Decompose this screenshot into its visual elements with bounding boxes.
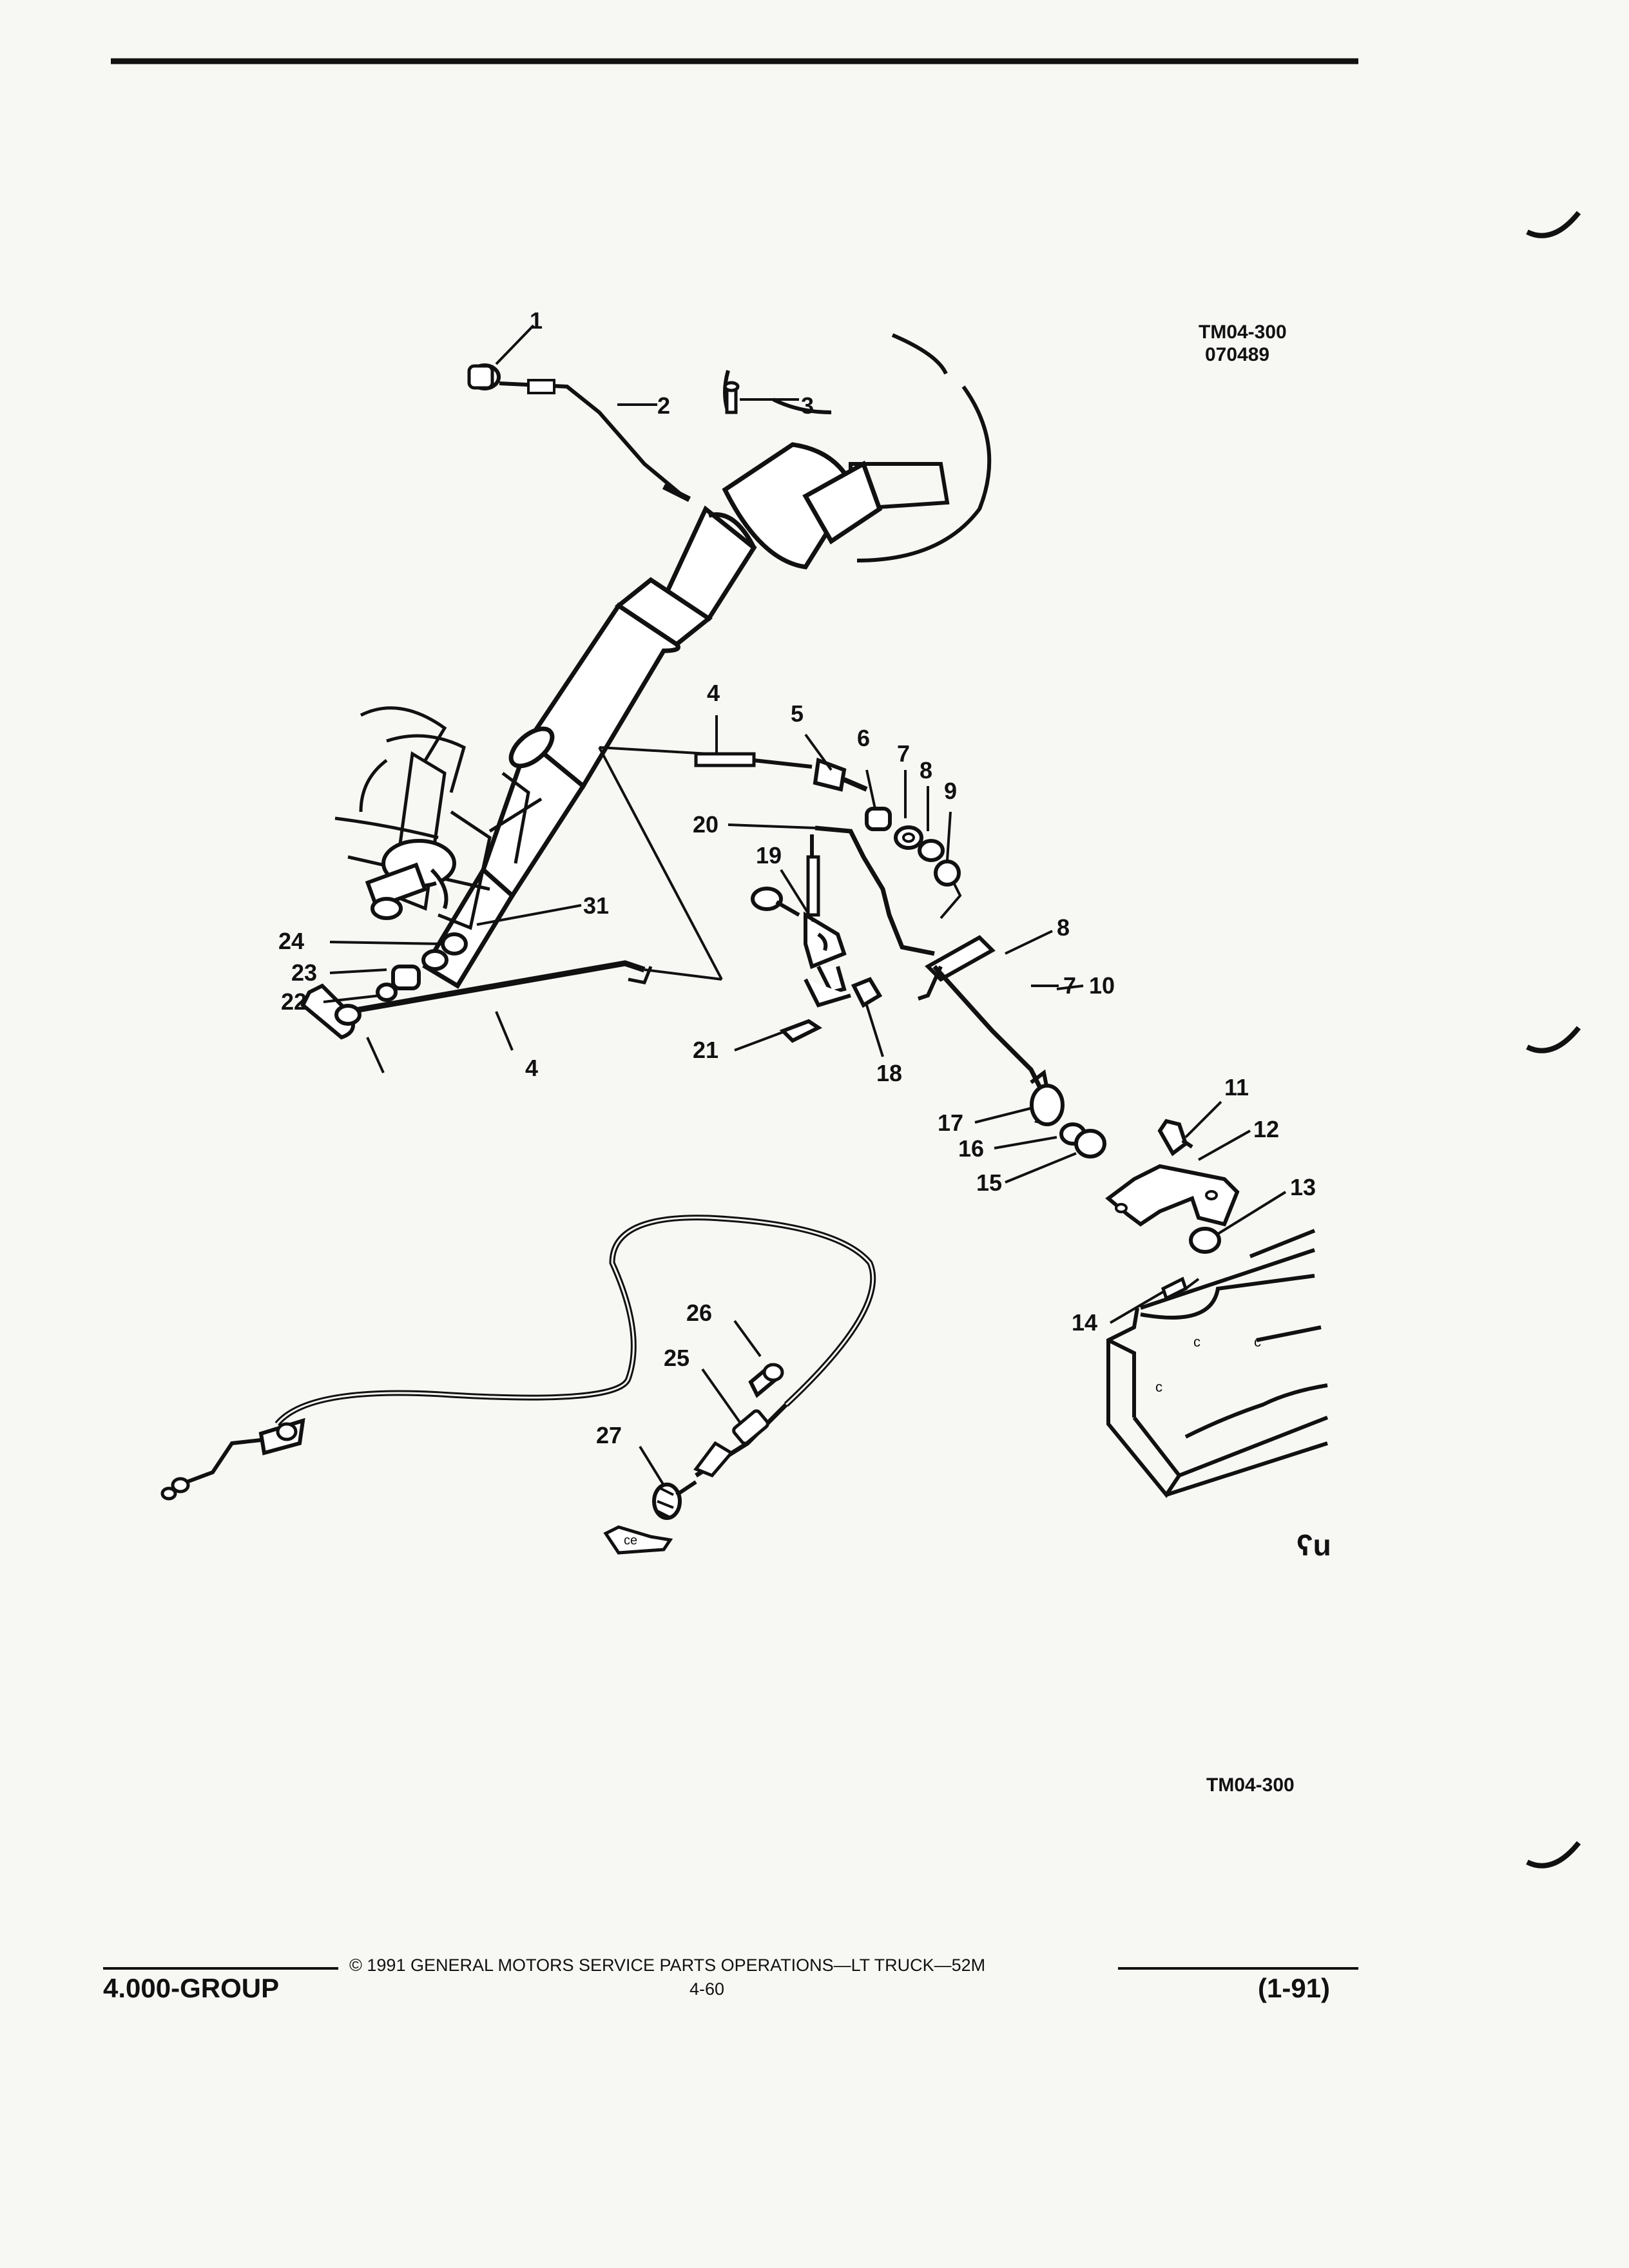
spring-and-washers	[1030, 1069, 1106, 1158]
footer-group: 4.000-GROUP	[103, 1973, 280, 2003]
figure-date-code: 070489	[1205, 344, 1270, 365]
bracket-assembly	[1105, 1119, 1240, 1301]
steering-shaft-end	[365, 839, 456, 920]
part-knob-and-rod	[467, 363, 691, 503]
callout-7-upper: 7	[897, 740, 911, 767]
callout-27: 27	[596, 1422, 622, 1448]
shift-lever-20	[806, 825, 1046, 1097]
callout-23: 23	[291, 959, 318, 986]
svg-text:ce: ce	[624, 1533, 637, 1548]
callout-9: 9	[944, 778, 958, 804]
footer-copyright: © 1991 GENERAL MOTORS SERVICE PARTS OPER…	[349, 1956, 986, 1975]
callout-3: 3	[801, 392, 815, 419]
callout-10: 10	[1089, 972, 1115, 999]
nut-18-and-pin-21	[779, 977, 883, 1043]
cable-fittings: ce	[603, 1363, 784, 1555]
callout-4-lower: 4	[525, 1055, 539, 1081]
svg-text:c: c	[1193, 1334, 1200, 1350]
shift-rod-lower	[300, 932, 722, 1073]
callout-8-lower: 8	[1057, 914, 1070, 941]
callout-7-lower: 7	[1063, 972, 1077, 999]
callout-25: 25	[664, 1345, 690, 1371]
callout-19: 19	[756, 842, 782, 869]
pivot-19	[751, 887, 851, 1008]
callout-6: 6	[857, 725, 871, 751]
callout-20: 20	[693, 811, 719, 838]
callout-12: 12	[1253, 1116, 1280, 1142]
svg-text:c: c	[1155, 1379, 1162, 1395]
callout-8-upper: 8	[920, 757, 933, 783]
callout-16: 16	[958, 1135, 985, 1162]
footer-page-number: 4-60	[689, 1979, 725, 1999]
frame-rail: c c c	[1106, 1229, 1329, 1499]
callout-21: 21	[693, 1037, 719, 1063]
callout-2: 2	[657, 392, 671, 419]
part-screw-3	[723, 381, 740, 414]
callout-15: 15	[976, 1169, 1003, 1196]
callout-31: 31	[583, 892, 610, 919]
callout-24: 24	[278, 928, 305, 954]
park-lock-cable	[160, 1215, 876, 1501]
figure-bottom-ref: TM04-300	[1206, 1774, 1295, 1796]
catalog-mark: ʕu	[1296, 1528, 1331, 1562]
steering-column	[422, 442, 883, 989]
footer-revision: (1-91)	[1258, 1973, 1331, 2003]
callout-5: 5	[791, 700, 804, 727]
callout-1: 1	[530, 307, 543, 334]
leader-lines	[323, 324, 1287, 1486]
callout-4-upper: 4	[707, 680, 720, 706]
callout-17: 17	[938, 1110, 964, 1136]
callout-13: 13	[1290, 1174, 1316, 1200]
callout-14: 14	[1072, 1309, 1098, 1336]
callout-18: 18	[876, 1060, 903, 1086]
svg-text:c: c	[1254, 1334, 1261, 1350]
callout-22: 22	[281, 988, 307, 1015]
callout-26: 26	[686, 1300, 713, 1326]
figure-id-ref: TM04-300	[1199, 322, 1287, 343]
callout-11: 11	[1224, 1074, 1249, 1100]
shift-rod-upper	[598, 746, 961, 980]
